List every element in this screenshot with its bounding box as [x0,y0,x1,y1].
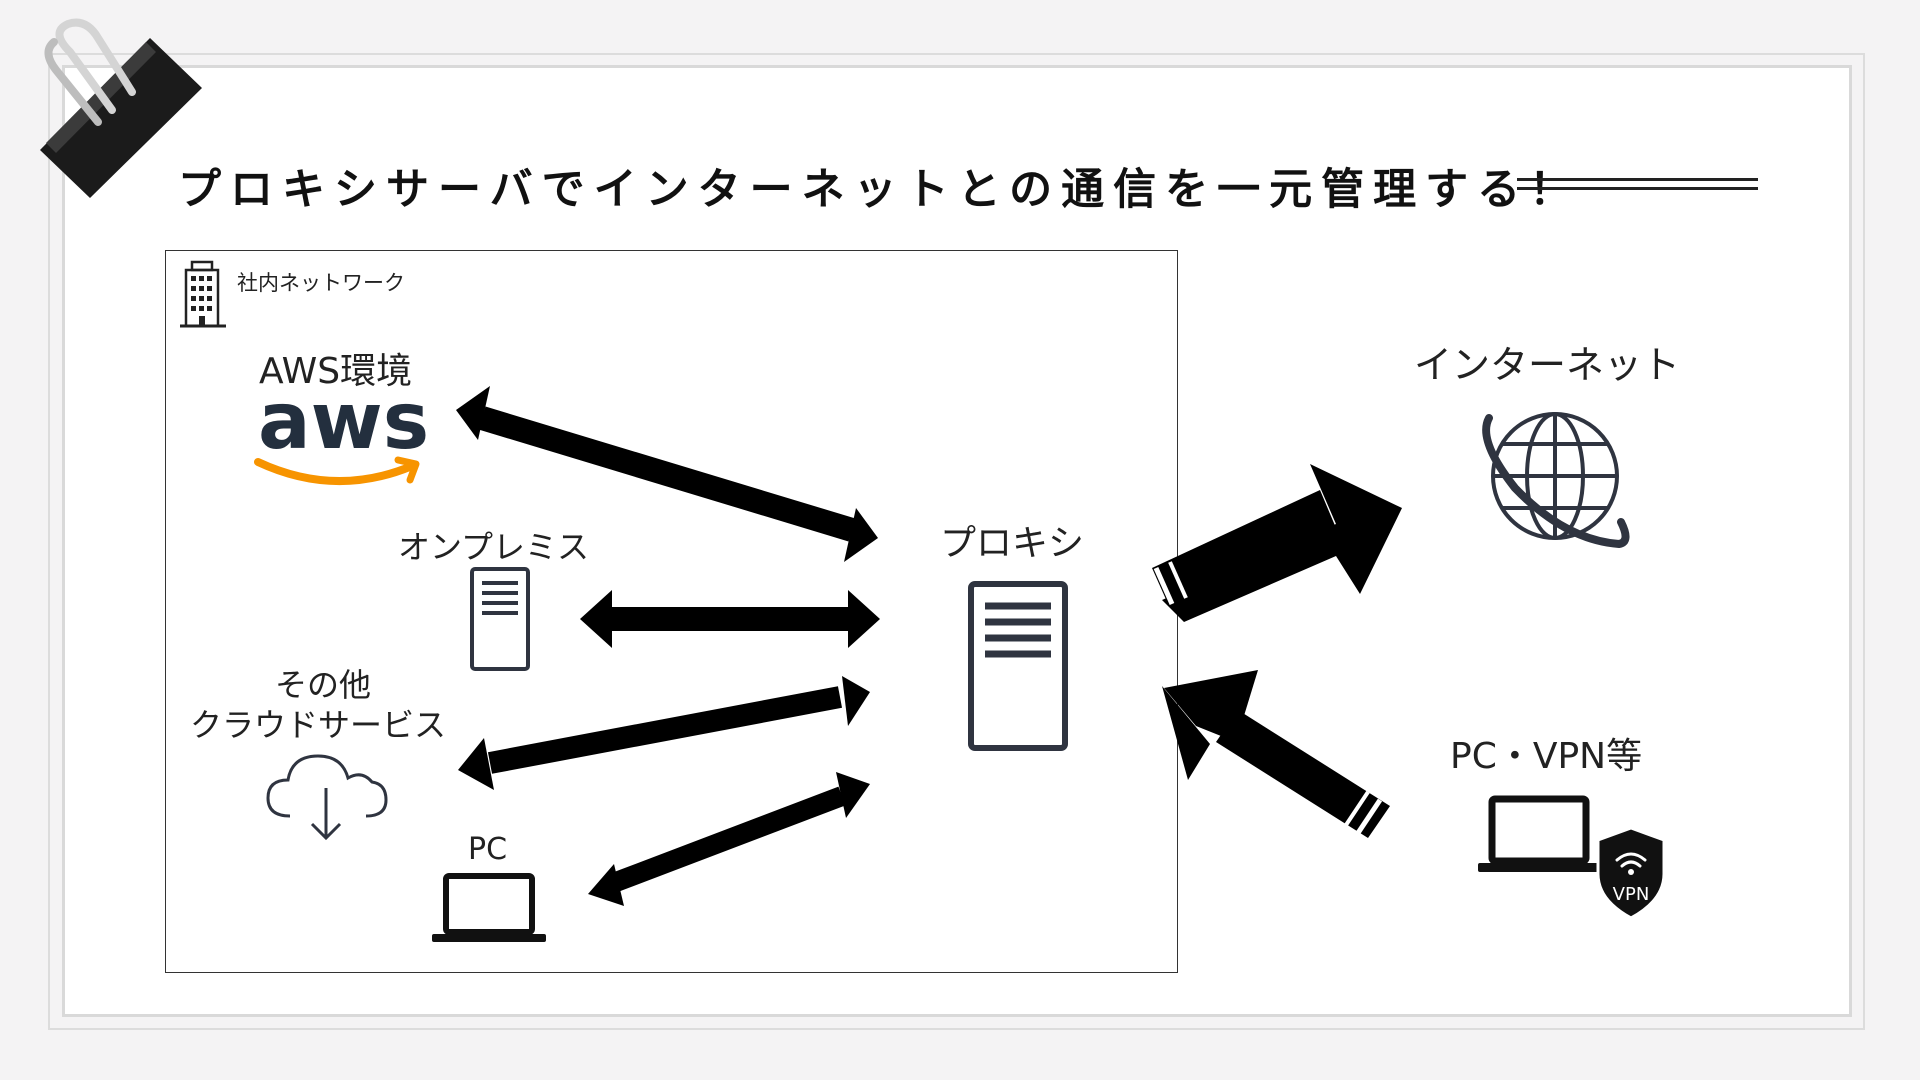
vpn-badge-text: VPN [1613,884,1650,905]
other-cloud-label-line2: クラウドサービス [190,706,447,744]
pc-internal-laptop-icon [432,873,546,942]
aws-label: AWS環境 [259,351,413,392]
onprem-label: オンプレミス [398,528,590,566]
aws-logo-text: aws [258,380,429,467]
binder-clip-icon [40,18,202,198]
internal-network-label: 社内ネットワーク [237,271,405,295]
page-title: プロキシサーバでインターネットとの通信を一元管理する！ [178,165,1582,215]
arrow-vpn-proxy [1162,670,1390,838]
onprem-server-icon [470,567,530,671]
arrow-onprem-proxy [580,590,880,648]
aws-logo: aws [254,380,429,486]
globe-icon [1482,412,1630,549]
arrow-pc-proxy [588,772,870,906]
arrow-aws-proxy [456,386,878,562]
cloud-download-icon [266,754,388,841]
arrow-proxy-internet [1152,464,1402,622]
pc-internal-label: PC [468,832,508,867]
vpn-shield-icon: VPN [1596,826,1666,920]
slide-frame-outer [48,53,1865,1030]
proxy-server-icon [968,581,1068,751]
pc-vpn-label: PC・VPN等 [1450,736,1643,777]
building-icon [180,260,226,328]
pc-vpn-laptop-icon [1478,795,1600,872]
arrow-cloud-proxy [458,676,870,790]
other-cloud-label-line1: その他 [275,666,372,704]
title-double-rule [1517,178,1758,190]
proxy-label: プロキシ [940,523,1085,564]
internet-label: インターネット [1414,343,1681,387]
